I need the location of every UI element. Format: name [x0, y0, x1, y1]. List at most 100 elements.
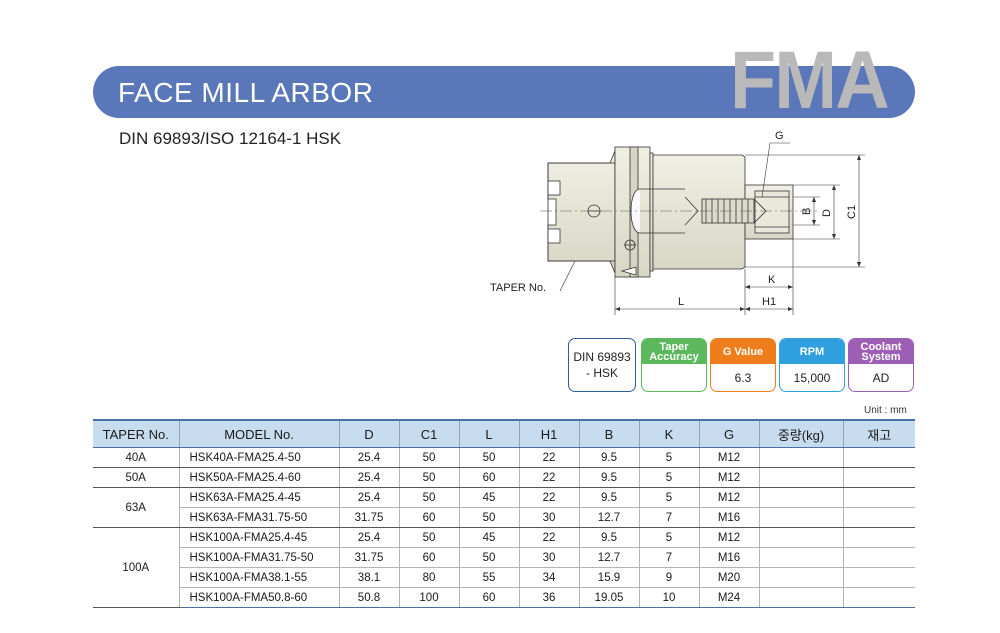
table-cell: 50	[458, 507, 519, 528]
column-header: C1	[398, 419, 459, 448]
table-cell: 80	[398, 567, 459, 588]
taper-accuracy-label-1: Taper	[659, 340, 689, 353]
column-header: TAPER No.	[93, 419, 179, 448]
model-cell: HSK63A-FMA25.4-45	[178, 487, 339, 508]
page-title: FACE MILL ARBOR	[118, 77, 374, 108]
taper-accuracy-label-2: Accuracy	[649, 350, 699, 363]
product-code-watermark: FMA	[730, 35, 890, 126]
table-cell	[842, 527, 915, 548]
table-cell: 25.4	[338, 487, 399, 508]
table-cell: 15.9	[578, 567, 639, 588]
table-cell: M16	[698, 507, 759, 528]
table-cell: 7	[638, 507, 699, 528]
table-cell: 12.7	[578, 547, 639, 568]
table-cell	[842, 507, 915, 528]
table-cell: 45	[458, 487, 519, 508]
table-cell: 10	[638, 587, 699, 608]
spec-din-line2: - HSK	[585, 366, 618, 380]
spec-box-coolant: Coolant System AD	[848, 338, 914, 392]
table-cell: 5	[638, 487, 699, 508]
unit-note: Unit : mm	[864, 405, 907, 416]
table-cell: 25.4	[338, 467, 399, 488]
dim-label-g: G	[775, 130, 784, 142]
table-cell: 50	[398, 447, 459, 468]
taper-cell: 100A	[93, 527, 179, 608]
table-cell	[758, 567, 843, 588]
table-cell: M20	[698, 567, 759, 588]
table-cell: M12	[698, 447, 759, 468]
table-cell	[758, 467, 843, 488]
table-cell: 5	[638, 447, 699, 468]
table-cell: 50.8	[338, 587, 399, 608]
dim-label-k: K	[768, 274, 776, 286]
column-header: 중량(kg)	[758, 419, 843, 448]
table-cell: M12	[698, 487, 759, 508]
table-cell: 31.75	[338, 547, 399, 568]
g-value-label: G Value	[711, 339, 775, 364]
table-cell: 30	[518, 547, 579, 568]
table-cell: 34	[518, 567, 579, 588]
table-cell	[842, 547, 915, 568]
table-cell	[758, 547, 843, 568]
table-cell: 31.75	[338, 507, 399, 528]
table-cell: 55	[458, 567, 519, 588]
coolant-label-1: Coolant	[860, 340, 902, 353]
table-cell: 50	[458, 547, 519, 568]
table-cell: 50	[398, 467, 459, 488]
table-cell: 30	[518, 507, 579, 528]
column-header: 재고	[842, 419, 915, 448]
column-header: L	[458, 419, 519, 448]
column-header: H1	[518, 419, 579, 448]
title-banner	[93, 66, 915, 118]
arbor-technical-drawing: G B D C1 K L H1 TAPER No.	[490, 130, 865, 315]
dim-label-b: B	[801, 208, 813, 215]
table-cell: 22	[518, 527, 579, 548]
column-header: G	[698, 419, 759, 448]
dim-label-c1: C1	[846, 205, 858, 219]
model-cell: HSK100A-FMA31.75-50	[178, 547, 339, 568]
rpm-value: 15,000	[793, 370, 831, 385]
standard-subtitle: DIN 69893/ISO 12164-1 HSK	[119, 129, 342, 148]
table-cell: 45	[458, 527, 519, 548]
table-cell	[758, 587, 843, 608]
model-cell: HSK100A-FMA50.8-60	[178, 587, 339, 608]
table-cell	[758, 447, 843, 468]
taper-cell: 40A	[93, 447, 179, 468]
table-cell: 60	[398, 547, 459, 568]
table-cell: 60	[458, 467, 519, 488]
table-cell	[842, 487, 915, 508]
taper-cell: 50A	[93, 467, 179, 488]
g-value-value: 6.3	[734, 370, 752, 385]
table-cell	[758, 527, 843, 548]
table-cell: 25.4	[338, 447, 399, 468]
column-header: K	[638, 419, 699, 448]
table-cell: 50	[398, 527, 459, 548]
table-cell: 9.5	[578, 467, 639, 488]
table-cell: 22	[518, 467, 579, 488]
table-cell: 25.4	[338, 527, 399, 548]
table-cell: 50	[398, 487, 459, 508]
table-cell	[758, 507, 843, 528]
model-cell: HSK63A-FMA31.75-50	[178, 507, 339, 528]
table-cell: 9.5	[578, 527, 639, 548]
table-cell: 22	[518, 447, 579, 468]
table-cell	[842, 567, 915, 588]
spec-box-taper-accuracy: Taper Accuracy	[641, 338, 707, 392]
table-cell: 100	[398, 587, 459, 608]
table-cell: 50	[458, 447, 519, 468]
table-cell: 9	[638, 567, 699, 588]
dim-label-d: D	[821, 209, 833, 217]
table-cell: 19.05	[578, 587, 639, 608]
dim-label-l: L	[678, 296, 684, 308]
table-cell: M12	[698, 527, 759, 548]
model-cell: HSK100A-FMA38.1-55	[178, 567, 339, 588]
table-cell: 60	[458, 587, 519, 608]
table-cell: 7	[638, 547, 699, 568]
table-cell: 12.7	[578, 507, 639, 528]
table-cell: M12	[698, 467, 759, 488]
